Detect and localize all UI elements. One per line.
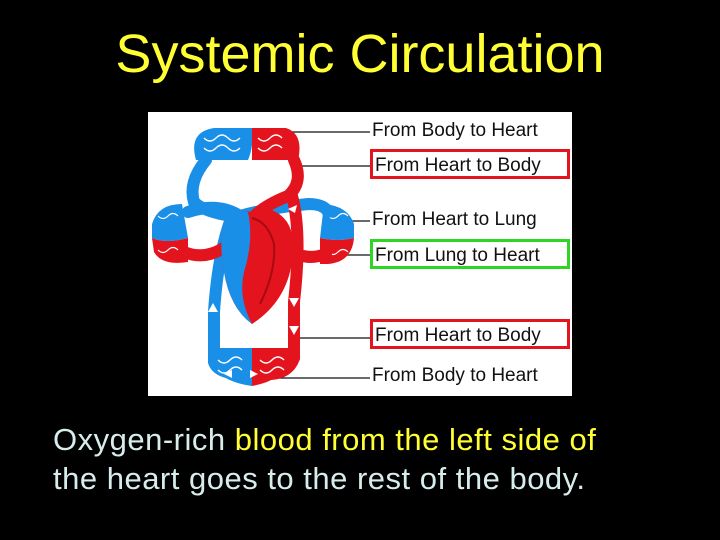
label-body-to-heart-bottom: From Body to Heart [372, 365, 538, 386]
upper-capillary-bed [194, 128, 300, 160]
slide-caption: Oxygen-rich blood from the left side of t… [53, 420, 693, 498]
heart-icon [221, 208, 294, 324]
lower-capillary-bed [209, 348, 291, 386]
circulation-illustration [152, 128, 370, 386]
caption-part-1: Oxygen-rich [53, 422, 235, 457]
left-lung-capillaries [152, 204, 188, 263]
label-lung-to-heart: From Lung to Heart [370, 239, 570, 269]
circulation-diagram: From Body to Heart From Heart to Body Fr… [148, 112, 572, 396]
label-heart-to-body-bottom: From Heart to Body [370, 319, 570, 349]
caption-highlight: blood from the left side of [234, 422, 597, 457]
flow-arrows [208, 205, 299, 378]
caption-part-3: the heart goes to the rest of the body. [53, 461, 586, 496]
label-body-to-heart-top: From Body to Heart [372, 120, 538, 141]
slide-title: Systemic Circulation [115, 24, 605, 84]
label-heart-to-lung: From Heart to Lung [372, 209, 537, 230]
label-heart-to-body-top: From Heart to Body [370, 149, 570, 179]
